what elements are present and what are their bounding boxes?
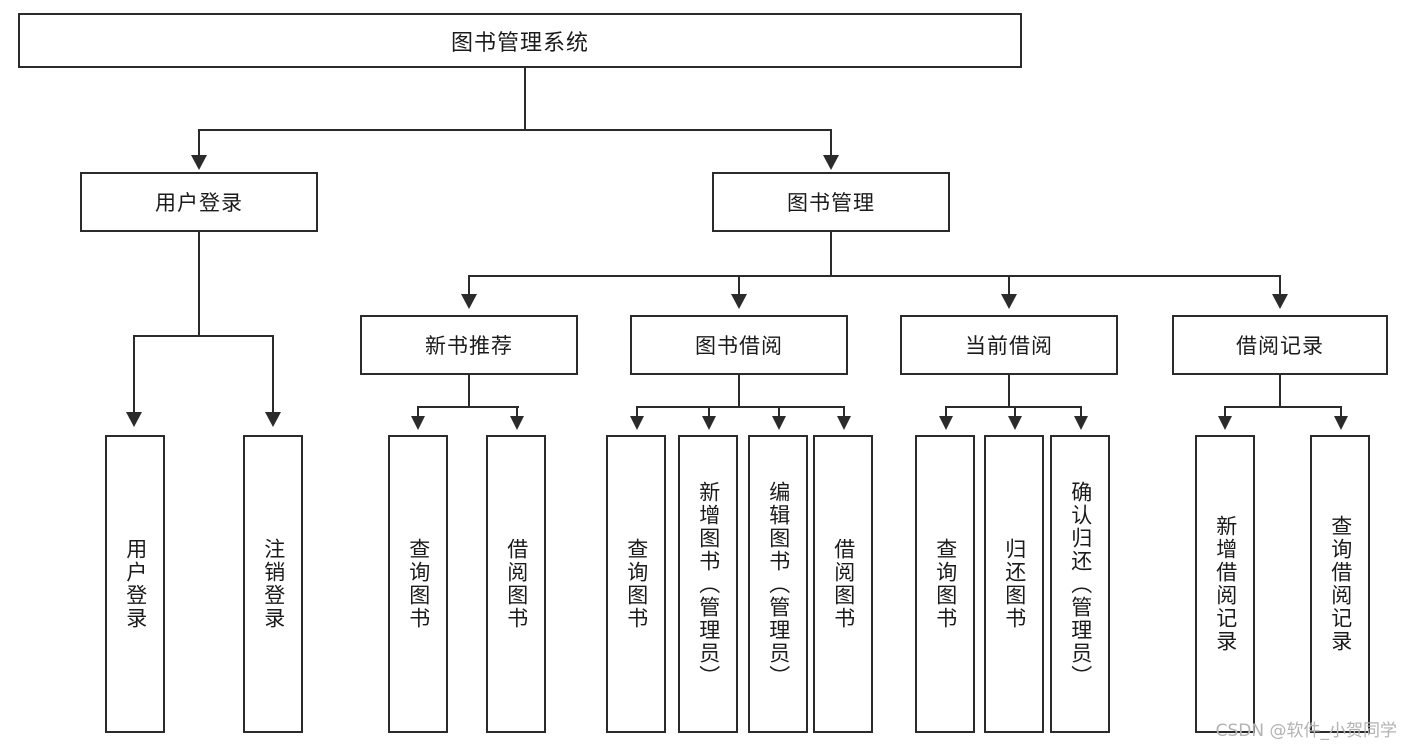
connector-level1-bar xyxy=(198,129,832,131)
node-current-borrow[interactable]: 当前借阅 xyxy=(900,315,1118,375)
connector-recommend-drop-1 xyxy=(417,406,419,418)
leaf-label: 新增借阅记录 xyxy=(1213,515,1238,653)
connector-current-bar xyxy=(945,406,1081,408)
arrow-to-edit-book xyxy=(772,416,786,430)
leaf-query-book-current[interactable]: 查询图书 xyxy=(915,435,975,733)
node-label: 图书管理系统 xyxy=(450,30,589,56)
connector-root-stem xyxy=(524,68,526,130)
arrow-to-book-borrow xyxy=(731,294,747,309)
leaf-label: 借阅图书 xyxy=(504,538,529,630)
connector-level1-drop-1 xyxy=(198,129,200,157)
node-new-book-recommend[interactable]: 新书推荐 xyxy=(360,315,578,375)
arrow-to-logout-leaf xyxy=(265,412,281,427)
node-root-library-management-system[interactable]: 图书管理系统 xyxy=(18,13,1022,68)
node-label: 当前借阅 xyxy=(965,334,1053,358)
leaf-borrow-book[interactable]: 借阅图书 xyxy=(813,435,873,733)
node-book-management[interactable]: 图书管理 xyxy=(712,172,950,232)
node-label: 新书推荐 xyxy=(425,334,513,358)
leaf-add-borrow-record[interactable]: 新增借阅记录 xyxy=(1195,435,1255,733)
arrow-to-add-book xyxy=(702,416,716,430)
connector-user-login-bar xyxy=(133,335,272,337)
connector-records-stem xyxy=(1279,375,1281,407)
connector-borrow-stem xyxy=(738,375,740,407)
arrow-to-return-book xyxy=(1008,416,1022,430)
arrow-to-confirm-return xyxy=(1074,416,1088,430)
leaf-query-book-borrow[interactable]: 查询图书 xyxy=(606,435,666,733)
node-user-login[interactable]: 用户登录 xyxy=(80,172,318,232)
leaf-label: 借阅图书 xyxy=(831,538,856,630)
arrow-to-query-book-3 xyxy=(939,416,953,430)
arrow-to-query-book-2 xyxy=(630,416,644,430)
connector-records-drop-1 xyxy=(1224,406,1226,418)
connector-borrow-drop-3 xyxy=(778,406,780,418)
connector-current-drop-3 xyxy=(1080,406,1082,418)
node-label: 图书管理 xyxy=(787,191,875,215)
connector-current-stem xyxy=(1008,375,1010,407)
arrow-to-borrow-book-2 xyxy=(837,416,851,430)
leaf-label: 新增图书（管理员） xyxy=(696,480,721,688)
connector-borrow-drop-2 xyxy=(708,406,710,418)
leaf-confirm-return-admin[interactable]: 确认归还（管理员） xyxy=(1050,435,1110,733)
leaf-label: 注销登录 xyxy=(261,538,286,630)
leaf-edit-book-admin[interactable]: 编辑图书（管理员） xyxy=(748,435,808,733)
leaf-logout[interactable]: 注销登录 xyxy=(243,435,303,733)
connector-recommend-drop-2 xyxy=(516,406,518,418)
node-label: 借阅记录 xyxy=(1236,334,1324,358)
arrow-to-add-record xyxy=(1218,416,1232,430)
leaf-borrow-book-recommend[interactable]: 借阅图书 xyxy=(486,435,546,733)
connector-current-drop-1 xyxy=(945,406,947,418)
arrow-to-borrow-book-1 xyxy=(510,416,524,430)
arrow-to-borrow-records xyxy=(1272,294,1288,309)
arrow-to-user-login xyxy=(191,155,207,170)
leaf-label: 查询图书 xyxy=(933,538,958,630)
connector-borrow-bar xyxy=(636,406,843,408)
leaf-add-book-admin[interactable]: 新增图书（管理员） xyxy=(678,435,738,733)
connector-borrow-drop-4 xyxy=(843,406,845,418)
node-book-borrow[interactable]: 图书借阅 xyxy=(630,315,848,375)
leaf-label: 确认归还（管理员） xyxy=(1068,480,1093,688)
leaf-query-book-recommend[interactable]: 查询图书 xyxy=(388,435,448,733)
leaf-label: 编辑图书（管理员） xyxy=(766,480,791,688)
arrow-to-query-record xyxy=(1334,416,1348,430)
node-label: 用户登录 xyxy=(155,191,243,215)
connector-level2-drop-4 xyxy=(1279,275,1281,297)
node-label: 图书借阅 xyxy=(695,334,783,358)
connector-level2-drop-3 xyxy=(1008,275,1010,297)
watermark: CSDN @软件_小贺同学 xyxy=(1215,721,1397,741)
leaf-label: 查询借阅记录 xyxy=(1328,515,1353,653)
connector-level2-bar xyxy=(468,275,1280,277)
leaf-label: 查询图书 xyxy=(406,538,431,630)
arrow-to-new-book-recommend xyxy=(461,294,477,309)
arrow-to-user-login-leaf xyxy=(126,412,142,427)
connector-records-bar xyxy=(1224,406,1341,408)
connector-current-drop-2 xyxy=(1014,406,1016,418)
connector-book-management-stem xyxy=(830,232,832,276)
leaf-query-borrow-record[interactable]: 查询借阅记录 xyxy=(1310,435,1370,733)
arrow-to-book-management xyxy=(823,155,839,170)
connector-level1-drop-2 xyxy=(830,129,832,157)
connector-recommend-stem xyxy=(468,375,470,407)
connector-records-drop-2 xyxy=(1340,406,1342,418)
arrow-to-current-borrow xyxy=(1001,294,1017,309)
connector-user-login-drop-2 xyxy=(272,335,274,415)
leaf-return-book[interactable]: 归还图书 xyxy=(984,435,1044,733)
connector-borrow-drop-1 xyxy=(636,406,638,418)
leaf-user-login[interactable]: 用户登录 xyxy=(105,435,165,733)
connector-user-login-drop-1 xyxy=(133,335,135,415)
leaf-label: 查询图书 xyxy=(624,538,649,630)
leaf-label: 用户登录 xyxy=(123,538,148,630)
connector-user-login-stem xyxy=(198,232,200,336)
connector-level2-drop-2 xyxy=(738,275,740,297)
leaf-label: 归还图书 xyxy=(1002,538,1027,630)
node-borrow-records[interactable]: 借阅记录 xyxy=(1172,315,1388,375)
arrow-to-query-book-1 xyxy=(411,416,425,430)
connector-level2-drop-1 xyxy=(468,275,470,297)
connector-recommend-bar xyxy=(417,406,519,408)
